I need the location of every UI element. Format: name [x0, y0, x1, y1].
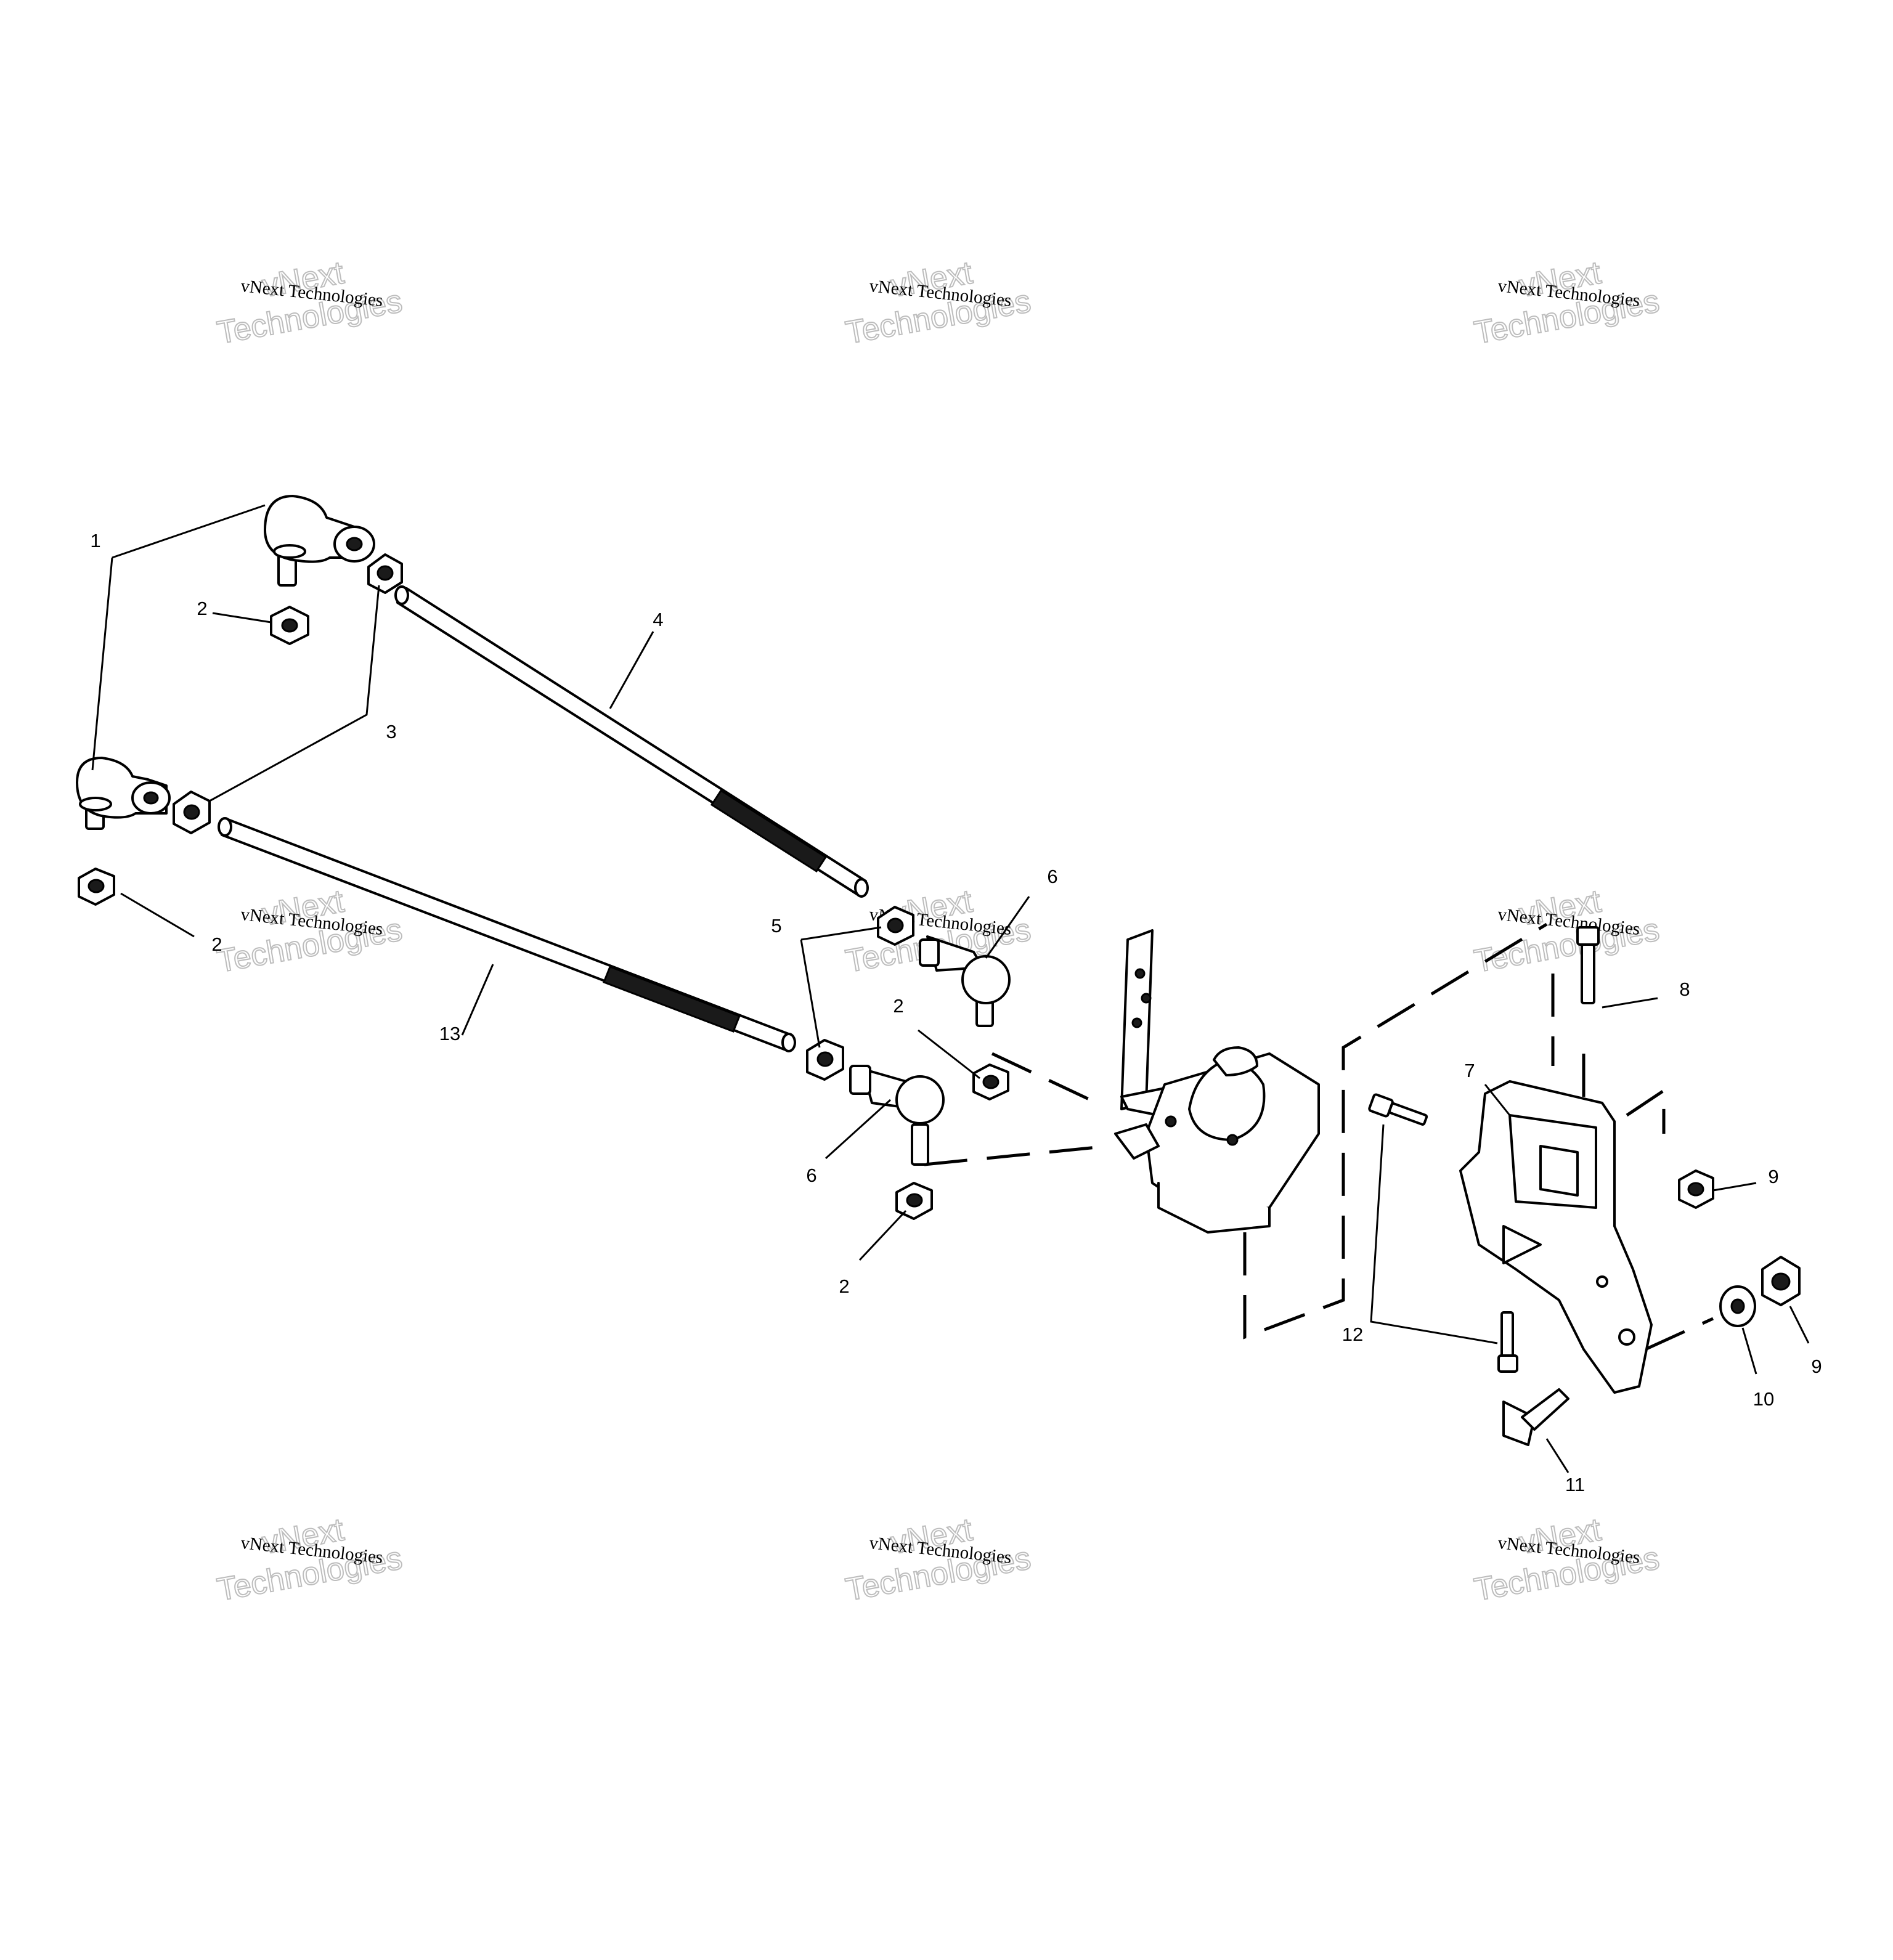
- callout-1: 1: [90, 530, 100, 551]
- callout-10: 10: [1753, 1388, 1774, 1410]
- bolt-8: [1576, 926, 1600, 1004]
- mounting-bracket-7: [1459, 1080, 1653, 1394]
- nut-3-upper: [367, 553, 403, 594]
- callout-2: 2: [211, 933, 222, 955]
- callout-2: 2: [893, 995, 903, 1017]
- screw-11: [1502, 1388, 1569, 1446]
- nut-3-lower: [173, 791, 211, 834]
- screw-12-lower: [1497, 1311, 1518, 1373]
- nut-2-bottom: [895, 1182, 933, 1220]
- callout-6: 6: [806, 1165, 816, 1186]
- assembly-phantom-lines: [924, 922, 1714, 1351]
- callout-labels: 1 2 3 4 2 13 5 6 2 6 2 7 8 9 12 9 10 11: [90, 530, 1822, 1495]
- callout-8: 8: [1679, 978, 1690, 1000]
- callout-4: 4: [653, 609, 663, 630]
- callout-3: 3: [386, 721, 396, 742]
- callout-9: 9: [1811, 1356, 1822, 1377]
- callout-9: 9: [1768, 1166, 1778, 1187]
- nut-9-upper: [1678, 1169, 1714, 1209]
- callout-12: 12: [1342, 1324, 1363, 1345]
- callout-5: 5: [771, 915, 781, 937]
- shift-rod-4: [394, 585, 869, 898]
- callout-2: 2: [839, 1275, 849, 1297]
- ball-joint-lower: [76, 757, 171, 830]
- nut-5-lower: [806, 1039, 844, 1081]
- watermark-grid: vNext Technologies vNext Technologies vN…: [214, 254, 1663, 1609]
- callout-7: 7: [1464, 1060, 1475, 1081]
- ball-joint-upper: [264, 495, 375, 587]
- shift-rod-13: [218, 817, 796, 1052]
- ball-stud-6-lower: [849, 1065, 945, 1166]
- callout-11: 11: [1565, 1474, 1585, 1495]
- nut-2-left: [78, 868, 115, 906]
- nut-2-center: [972, 1063, 1009, 1100]
- nut-9-lower: [1761, 1256, 1801, 1306]
- leader-lines: [91, 504, 1810, 1473]
- ball-stud-6-upper: [919, 935, 1011, 1027]
- screw-12-upper: [1368, 1093, 1428, 1126]
- callout-2: 2: [197, 598, 207, 619]
- callout-6: 6: [1047, 866, 1057, 887]
- shifter-assembly: [1114, 929, 1320, 1234]
- nut-2-upper: [270, 606, 309, 645]
- callout-13: 13: [439, 1023, 460, 1044]
- washer-10: [1719, 1285, 1756, 1327]
- nut-5-upper: [877, 906, 914, 946]
